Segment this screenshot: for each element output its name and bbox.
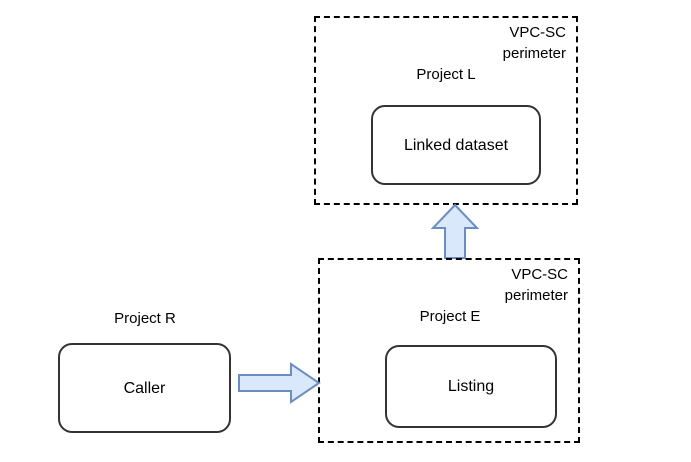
linked-dataset-label: Linked dataset [403, 136, 509, 154]
listing-label: Listing [447, 378, 495, 395]
vpc-sc-perimeter-project-e [318, 258, 580, 443]
vpc-sc-perimeter-project-l [314, 16, 578, 205]
caller-node[interactable]: Caller [58, 343, 231, 433]
caller-to-listing-arrow [237, 362, 321, 404]
project-l-label: Project L [416, 66, 476, 83]
up-arrow-shape [430, 203, 480, 259]
vpc-sc-perimeter-label-lower: VPC-SC perimeter [504, 266, 568, 304]
project-e-label: Project E [419, 308, 481, 325]
vpc-sc-perimeter-label-upper: VPC-SC perimeter [502, 24, 566, 62]
caller-label: Caller [123, 379, 166, 397]
listing-node[interactable]: Listing [385, 345, 557, 428]
listing-to-linked-dataset-arrow [430, 203, 480, 260]
project-r-label: Project R [114, 310, 176, 327]
right-arrow-shape [238, 362, 321, 404]
linked-dataset-node[interactable]: Linked dataset [371, 105, 541, 185]
